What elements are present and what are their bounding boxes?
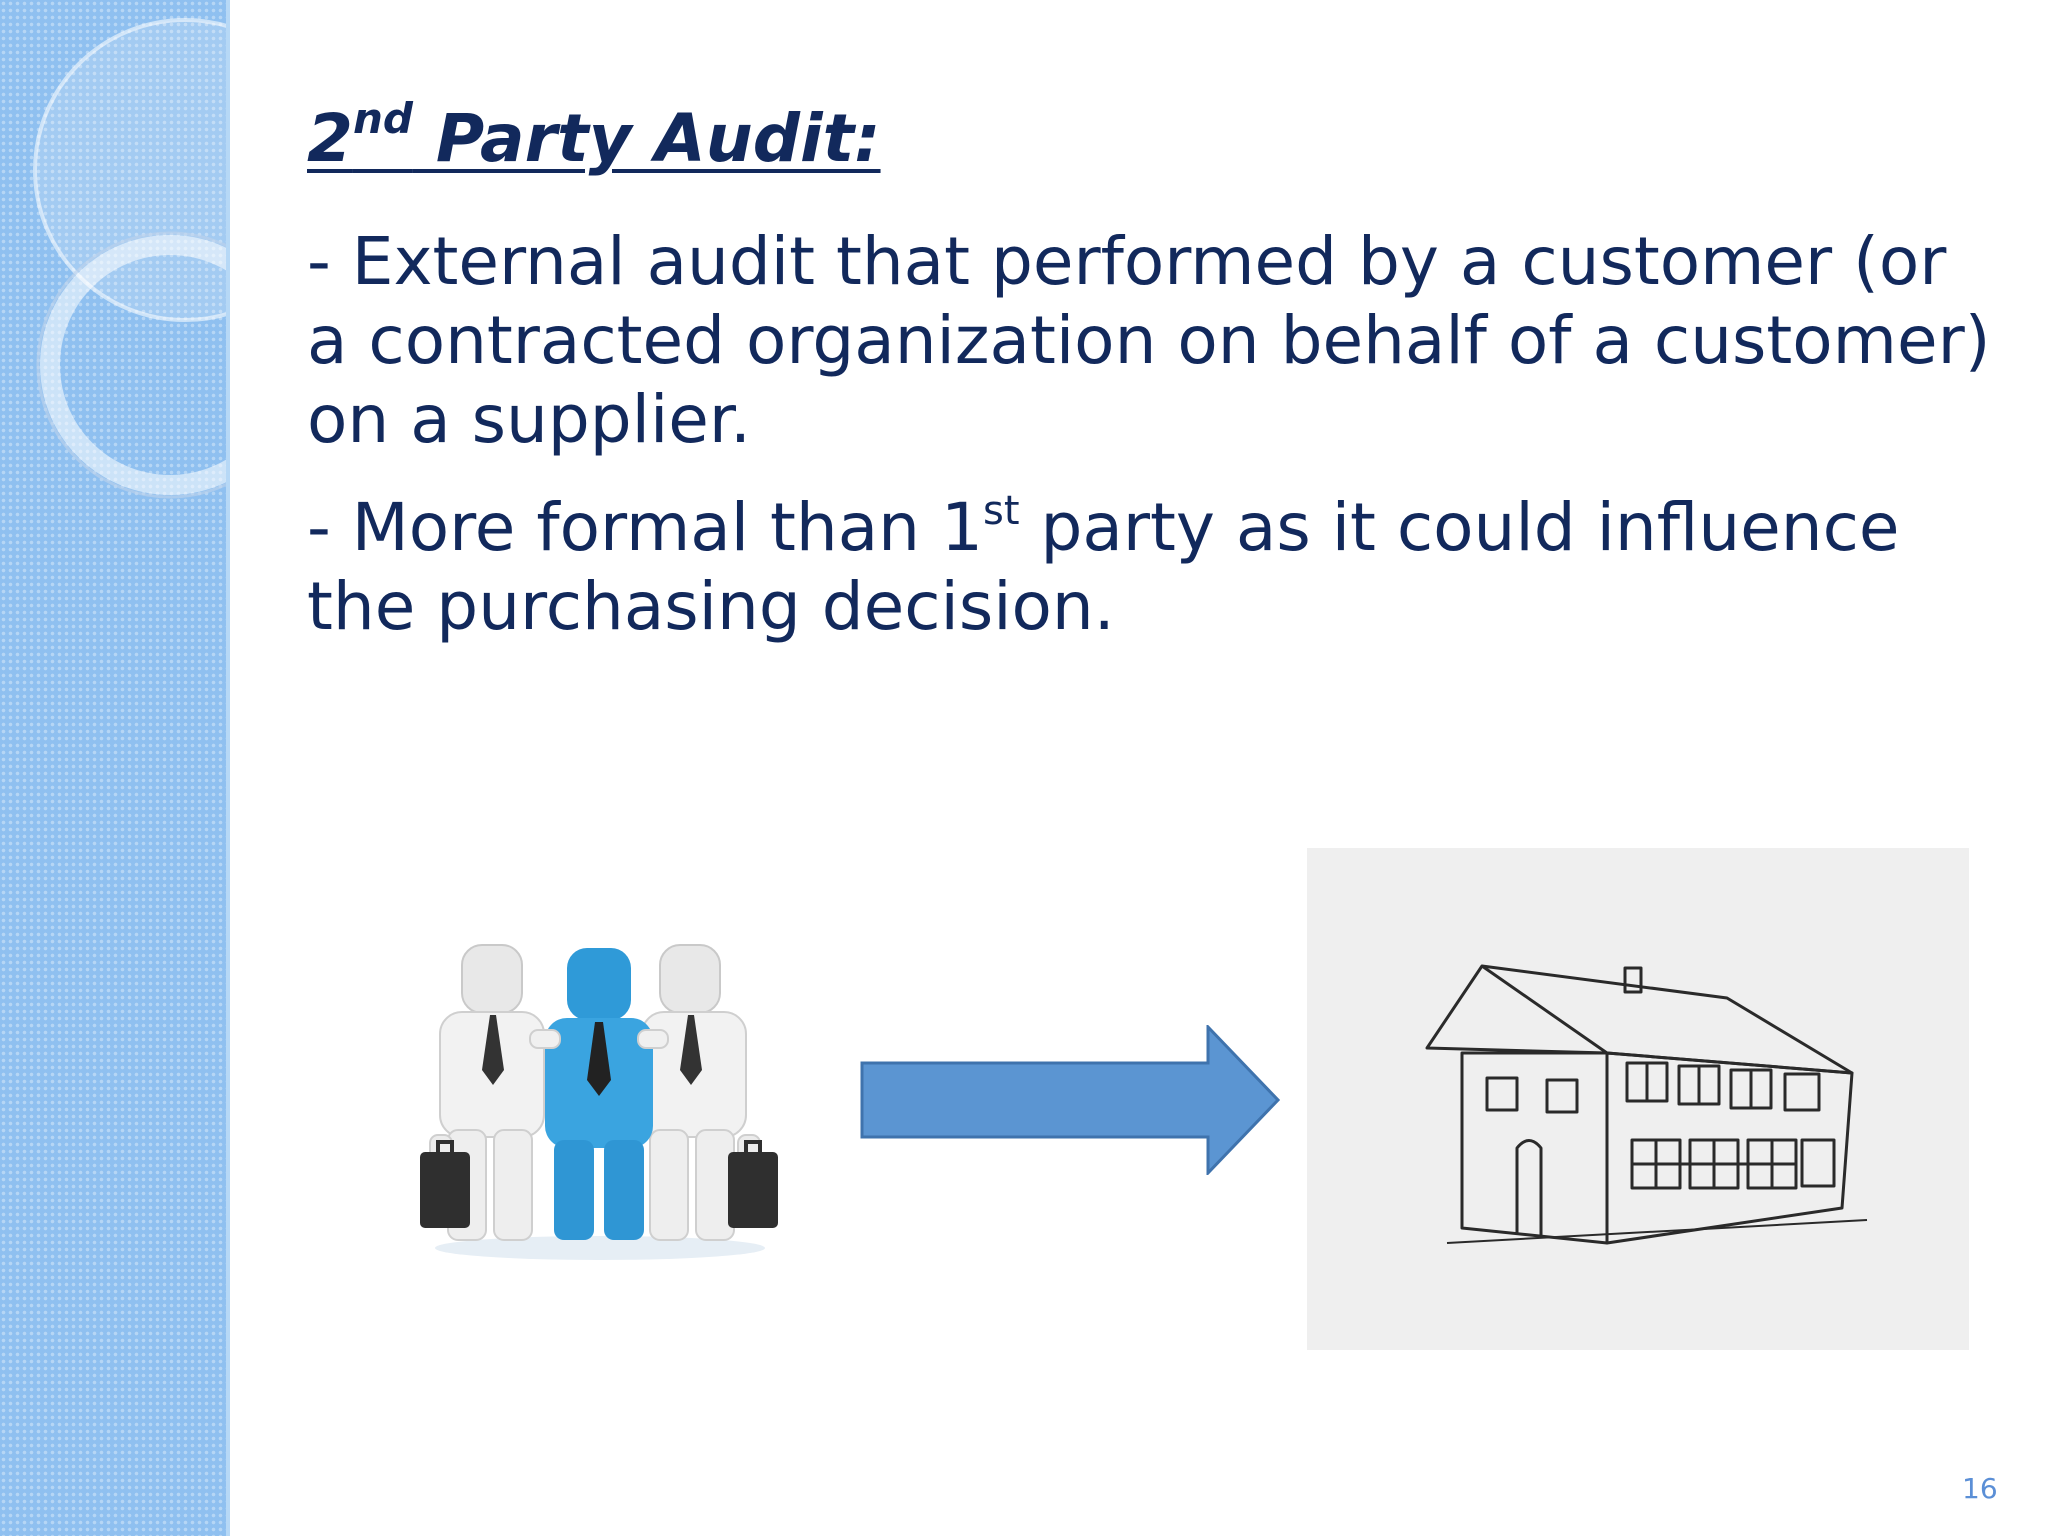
right-person-figure xyxy=(641,944,778,1241)
decorative-sidebar xyxy=(0,0,230,1536)
right-arrow-shape xyxy=(860,1025,1280,1175)
slide-heading: 2nd Party Audit: xyxy=(307,94,881,178)
bullet-external-audit: - External audit that performed by a cus… xyxy=(307,223,1991,458)
business-people-image xyxy=(420,944,778,1260)
left-person-figure xyxy=(420,944,545,1241)
house-sketch-image xyxy=(1307,848,1969,1350)
bullet-more-formal: - More formal than 1st party as it could… xyxy=(307,488,1900,645)
sidebar-rings-decoration xyxy=(33,18,230,499)
slide-page-number: 16 xyxy=(1962,1472,1998,1505)
house-drawing xyxy=(1425,964,1868,1245)
center-person-figure xyxy=(545,948,653,1240)
